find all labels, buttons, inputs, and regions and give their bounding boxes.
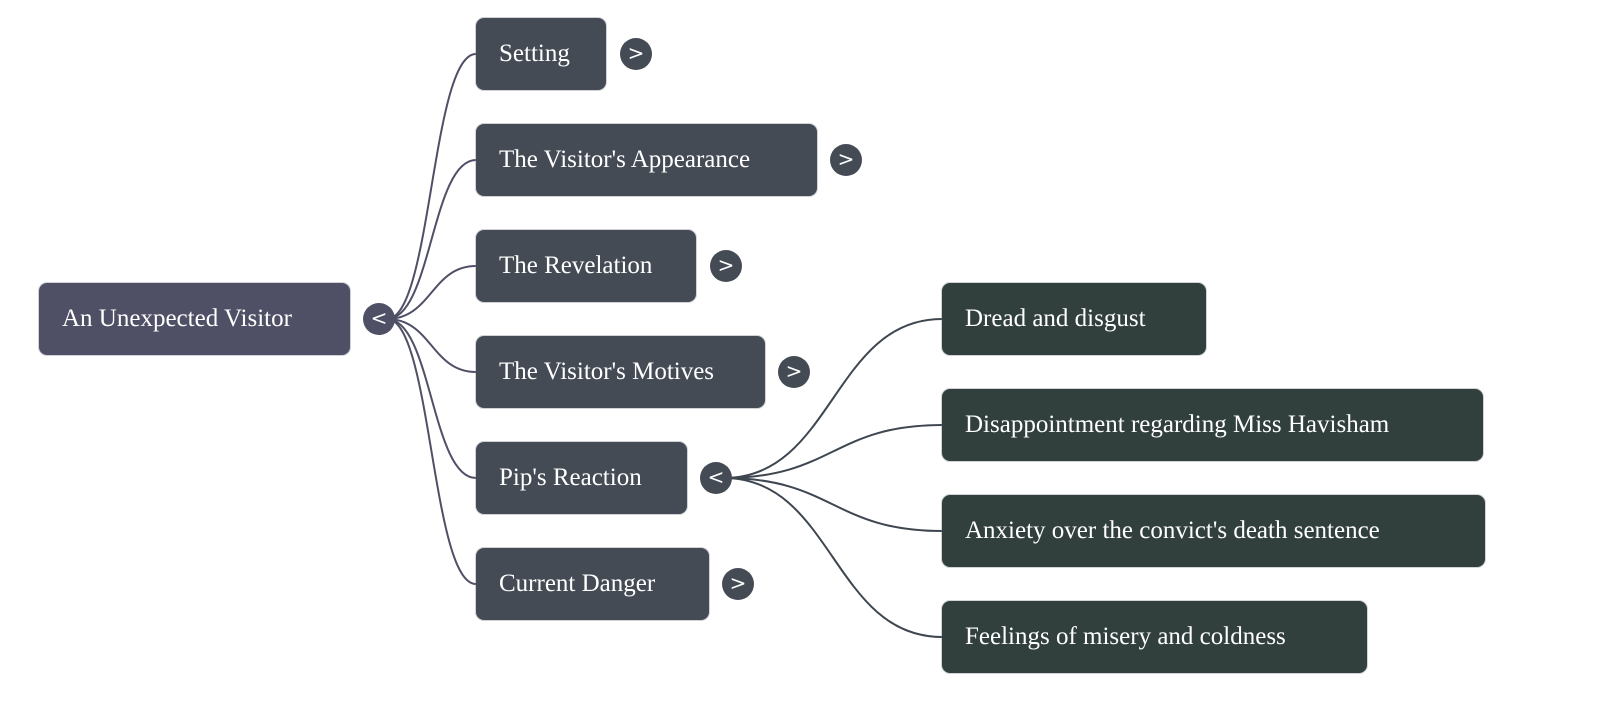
node-visitors-motives[interactable]: The Visitor's Motives xyxy=(476,336,765,408)
node-anxiety-death-sentence[interactable]: Anxiety over the convict's death sentenc… xyxy=(942,495,1485,567)
collapse-root-toggle-icon[interactable]: < xyxy=(363,303,395,335)
root-node[interactable]: An Unexpected Visitor xyxy=(39,283,350,355)
expand-setting-toggle-icon[interactable]: > xyxy=(620,38,652,70)
edge-root-reaction xyxy=(386,318,477,479)
node-misery-and-coldness[interactable]: Feelings of misery and coldness xyxy=(942,601,1367,673)
edge-root-appearance xyxy=(386,159,477,320)
edge-root-danger xyxy=(386,318,477,585)
expand-appearance-toggle-icon[interactable]: > xyxy=(830,144,862,176)
collapse-reaction-toggle-icon[interactable]: < xyxy=(700,462,732,494)
node-visitors-appearance[interactable]: The Visitor's Appearance xyxy=(476,124,817,196)
node-disappointment-havisham[interactable]: Disappointment regarding Miss Havisham xyxy=(942,389,1483,461)
node-pips-reaction[interactable]: Pip's Reaction xyxy=(476,442,687,514)
expand-revelation-toggle-icon[interactable]: > xyxy=(710,250,742,282)
expand-danger-toggle-icon[interactable]: > xyxy=(722,568,754,600)
edge-reaction-misery xyxy=(723,477,943,638)
edge-reaction-disappointment xyxy=(723,424,943,479)
node-setting[interactable]: Setting xyxy=(476,18,606,90)
node-revelation[interactable]: The Revelation xyxy=(476,230,696,302)
edge-reaction-anxiety xyxy=(723,477,943,532)
node-dread-and-disgust[interactable]: Dread and disgust xyxy=(942,283,1206,355)
edge-root-motives xyxy=(386,318,477,373)
edge-reaction-dread xyxy=(723,318,943,479)
expand-motives-toggle-icon[interactable]: > xyxy=(778,356,810,388)
node-current-danger[interactable]: Current Danger xyxy=(476,548,709,620)
edge-root-revelation xyxy=(386,265,477,320)
edge-root-setting xyxy=(386,53,477,320)
